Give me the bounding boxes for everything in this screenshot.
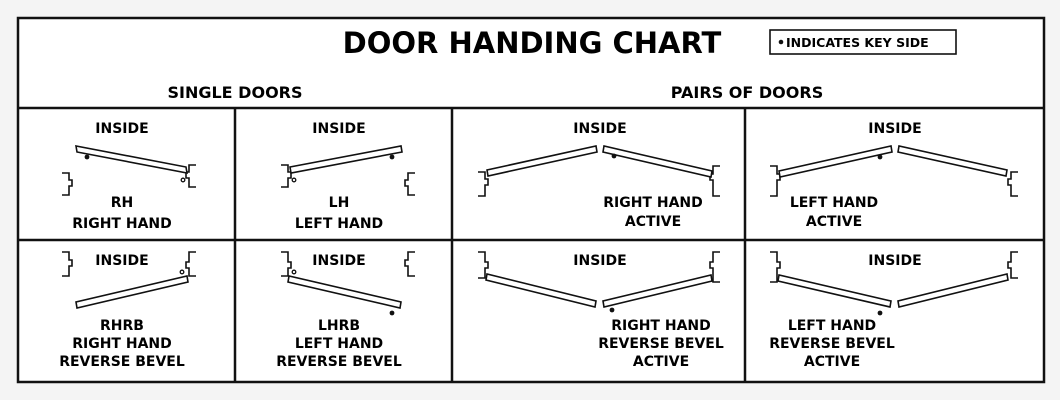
door-slab — [486, 145, 598, 177]
inside-label: INSIDE — [312, 253, 365, 269]
cell-label-line: LH — [329, 195, 350, 211]
cell-label-line: REVERSE BEVEL — [59, 354, 185, 370]
cell-left-hand-reverse-bevel-active: INSIDE LEFT HAND REVERSE BEVEL ACTIVE — [769, 251, 1018, 370]
cell-left-hand-active: INSIDE LEFT HAND ACTIVE — [770, 121, 1018, 230]
cell-label-line: LHRB — [318, 318, 360, 334]
jamb-icon — [709, 251, 720, 283]
hinge-icon — [291, 177, 297, 183]
section-single-doors: SINGLE DOORS — [167, 83, 302, 102]
cell-label-line: REVERSE BEVEL — [769, 336, 895, 352]
jamb-icon — [1007, 171, 1018, 197]
key-side-dot-icon — [877, 310, 883, 316]
jamb-icon — [404, 172, 415, 196]
key-side-dot-icon — [84, 154, 90, 160]
cell-label-line: REVERSE BEVEL — [598, 336, 724, 352]
inside-label: INSIDE — [868, 121, 921, 137]
key-side-dot-icon — [389, 154, 395, 160]
inside-label: INSIDE — [868, 253, 921, 269]
section-pairs-of-doors: PAIRS OF DOORS — [671, 83, 823, 102]
key-side-dot-icon — [611, 153, 617, 159]
key-side-dot-icon — [778, 39, 784, 45]
key-side-dot-icon — [877, 154, 883, 160]
cell-label-line: LEFT HAND — [295, 336, 383, 352]
door-slab — [602, 274, 713, 308]
cell-label-line: ACTIVE — [633, 354, 689, 370]
inside-label: INSIDE — [573, 121, 626, 137]
cell-label-line: REVERSE BEVEL — [276, 354, 402, 370]
jamb-icon — [281, 251, 292, 277]
cell-label-line: RIGHT HAND — [72, 336, 172, 352]
jamb-icon — [62, 172, 73, 196]
door-slab — [287, 275, 402, 309]
door-slab — [485, 273, 597, 308]
inside-label: INSIDE — [95, 121, 148, 137]
hinge-icon — [179, 269, 185, 275]
door-slab — [75, 275, 189, 309]
cell-label-line: RIGHT HAND — [72, 216, 172, 232]
door-slab — [75, 144, 188, 175]
hinge-icon — [180, 177, 186, 183]
cell-label-line: LEFT HAND — [788, 318, 876, 334]
cell-rhrb: INSIDE RHRB RIGHT HAND REVERSE BEVEL — [59, 251, 196, 370]
door-slab — [897, 145, 1008, 177]
cell-label-line: RIGHT HAND — [603, 195, 703, 211]
outer-border — [16, 16, 1046, 384]
cell-right-hand-reverse-bevel-active: INSIDE RIGHT HAND REVERSE BEVEL ACTIVE — [478, 251, 724, 370]
inside-label: INSIDE — [573, 253, 626, 269]
legend-label: INDICATES KEY SIDE — [786, 35, 929, 50]
key-side-dot-icon — [389, 310, 395, 316]
cell-right-hand-active: INSIDE RIGHT HAND ACTIVE — [478, 121, 720, 230]
chart-title: DOOR HANDING CHART — [343, 26, 722, 60]
cell-label-line: ACTIVE — [625, 214, 681, 230]
cell-lh: INSIDE LH LEFT HAND — [281, 121, 415, 232]
inside-label: INSIDE — [95, 253, 148, 269]
cell-label-line: LEFT HAND — [295, 216, 383, 232]
legend-box: INDICATES KEY SIDE — [769, 29, 957, 55]
cell-label-line: ACTIVE — [804, 354, 860, 370]
cell-rh: INSIDE RH RIGHT HAND — [62, 121, 196, 232]
jamb-icon — [62, 251, 73, 277]
cell-lhrb: INSIDE LHRB LEFT HAND REVERSE BEVEL — [276, 251, 415, 370]
cell-label-line: RHRB — [100, 318, 144, 334]
cell-label-line: LEFT HAND — [790, 195, 878, 211]
key-side-dot-icon — [609, 307, 615, 313]
jamb-icon — [185, 164, 196, 188]
jamb-icon — [1007, 251, 1018, 279]
door-slab — [289, 145, 403, 174]
hinge-icon — [291, 269, 297, 275]
jamb-icon — [478, 171, 489, 197]
cell-label-line: ACTIVE — [806, 214, 862, 230]
jamb-icon — [478, 251, 489, 279]
jamb-icon — [770, 251, 781, 283]
door-slab — [778, 145, 893, 178]
door-slab — [897, 273, 1009, 308]
jamb-icon — [404, 251, 415, 277]
door-slab — [777, 274, 892, 308]
door-slab — [602, 145, 713, 178]
cell-label-line: RH — [111, 195, 134, 211]
cell-label-line: RIGHT HAND — [611, 318, 711, 334]
jamb-icon — [185, 251, 196, 277]
inside-label: INSIDE — [312, 121, 365, 137]
jamb-icon — [281, 164, 292, 188]
